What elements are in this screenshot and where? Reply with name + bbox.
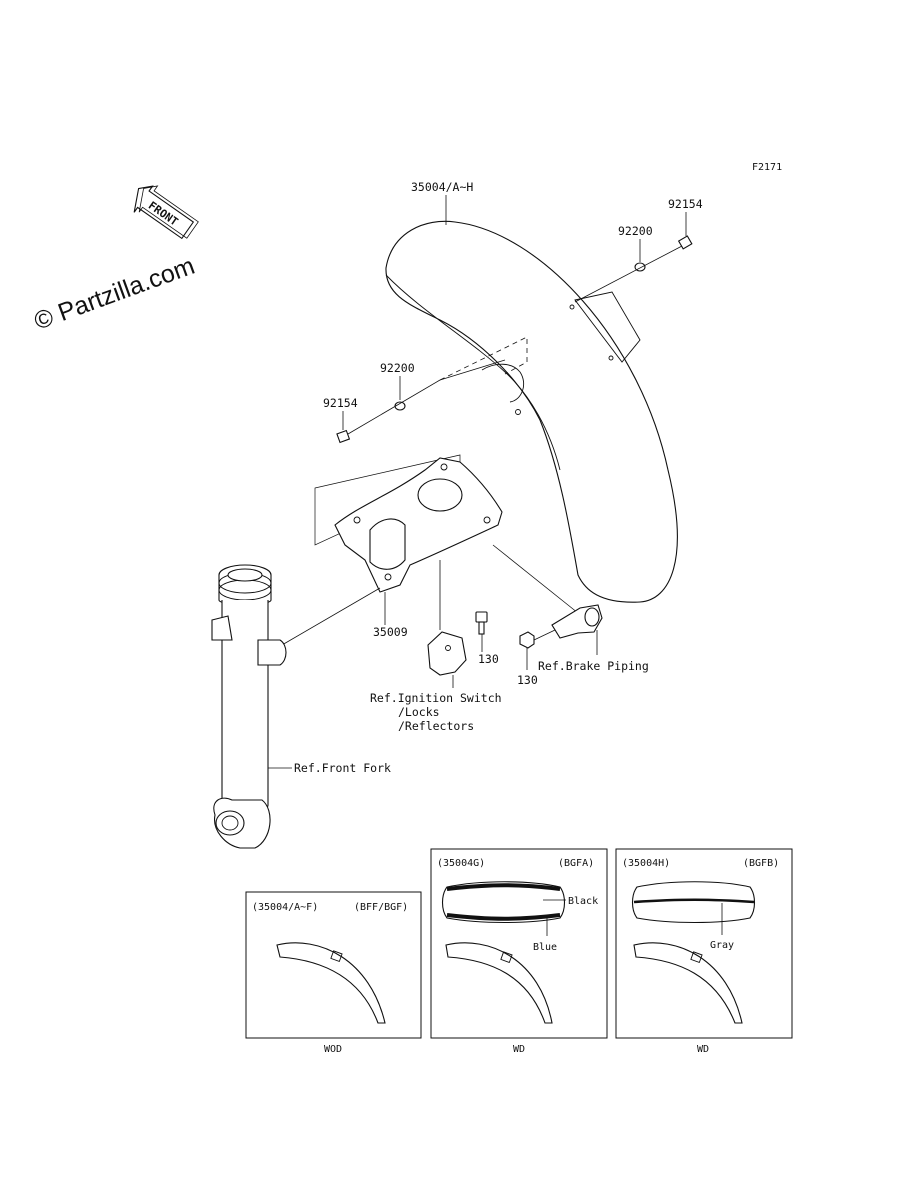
variant-2-part: (35004G): [437, 858, 485, 869]
label-ref-brake: Ref.Brake Piping: [538, 659, 649, 673]
front-arrow-icon: FRONT: [133, 185, 199, 240]
label-fender-assy: 35004/A~H: [411, 180, 473, 194]
variant-3-part: (35004H): [622, 858, 670, 869]
fender-bracket: [314, 454, 503, 593]
label-bracket: 35009: [373, 625, 408, 639]
label-washer-right: 92200: [618, 224, 653, 238]
variant-panel-2: (35004G) (BGFA) Black Blue WD: [430, 848, 608, 1055]
label-bolt-130-a: 130: [478, 652, 499, 666]
stripe-label-gray: Gray: [710, 940, 734, 951]
variant-2-code: (BGFA): [558, 858, 594, 869]
front-fender: [385, 220, 678, 603]
stripe-label-black: Black: [568, 896, 598, 907]
label-ref-ignition-2: /Locks: [398, 705, 440, 719]
variant-panel-3: (35004H) (BGFB) Gray WD: [615, 848, 793, 1055]
stripe-label-blue: Blue: [533, 942, 557, 953]
label-bolt-right: 92154: [668, 197, 703, 211]
bolt-left-icon: [336, 429, 351, 444]
label-washer-left: 92200: [380, 361, 415, 375]
brake-piping-clamp: [551, 604, 603, 639]
label-ref-ignition-3: /Reflectors: [398, 719, 474, 733]
variant-panel-1: (35004/A~F) (BFF/BGF) WOD: [245, 891, 422, 1055]
variant-1-footer: WOD: [324, 1044, 342, 1055]
ignition-bracket: [427, 631, 467, 676]
bolt-right-icon: [677, 235, 693, 250]
label-ref-fork: Ref.Front Fork: [294, 761, 391, 775]
variant-3-footer: WD: [697, 1044, 709, 1055]
label-ref-ignition-1: Ref.Ignition Switch: [370, 691, 502, 705]
variant-3-code: (BGFB): [743, 858, 779, 869]
label-bolt-130-b: 130: [517, 673, 538, 687]
watermark: © Partzilla.com: [30, 252, 198, 336]
variant-1-code: (BFF/BGF): [354, 902, 408, 913]
diagram-code: F2171: [752, 162, 782, 173]
variant-1-part: (35004/A~F): [252, 902, 318, 913]
bolt-130-a-icon: [475, 611, 488, 635]
variant-2-footer: WD: [513, 1044, 525, 1055]
bolt-130-b-icon: [519, 629, 556, 649]
label-bolt-left: 92154: [323, 396, 358, 410]
front-fork: [211, 564, 287, 849]
